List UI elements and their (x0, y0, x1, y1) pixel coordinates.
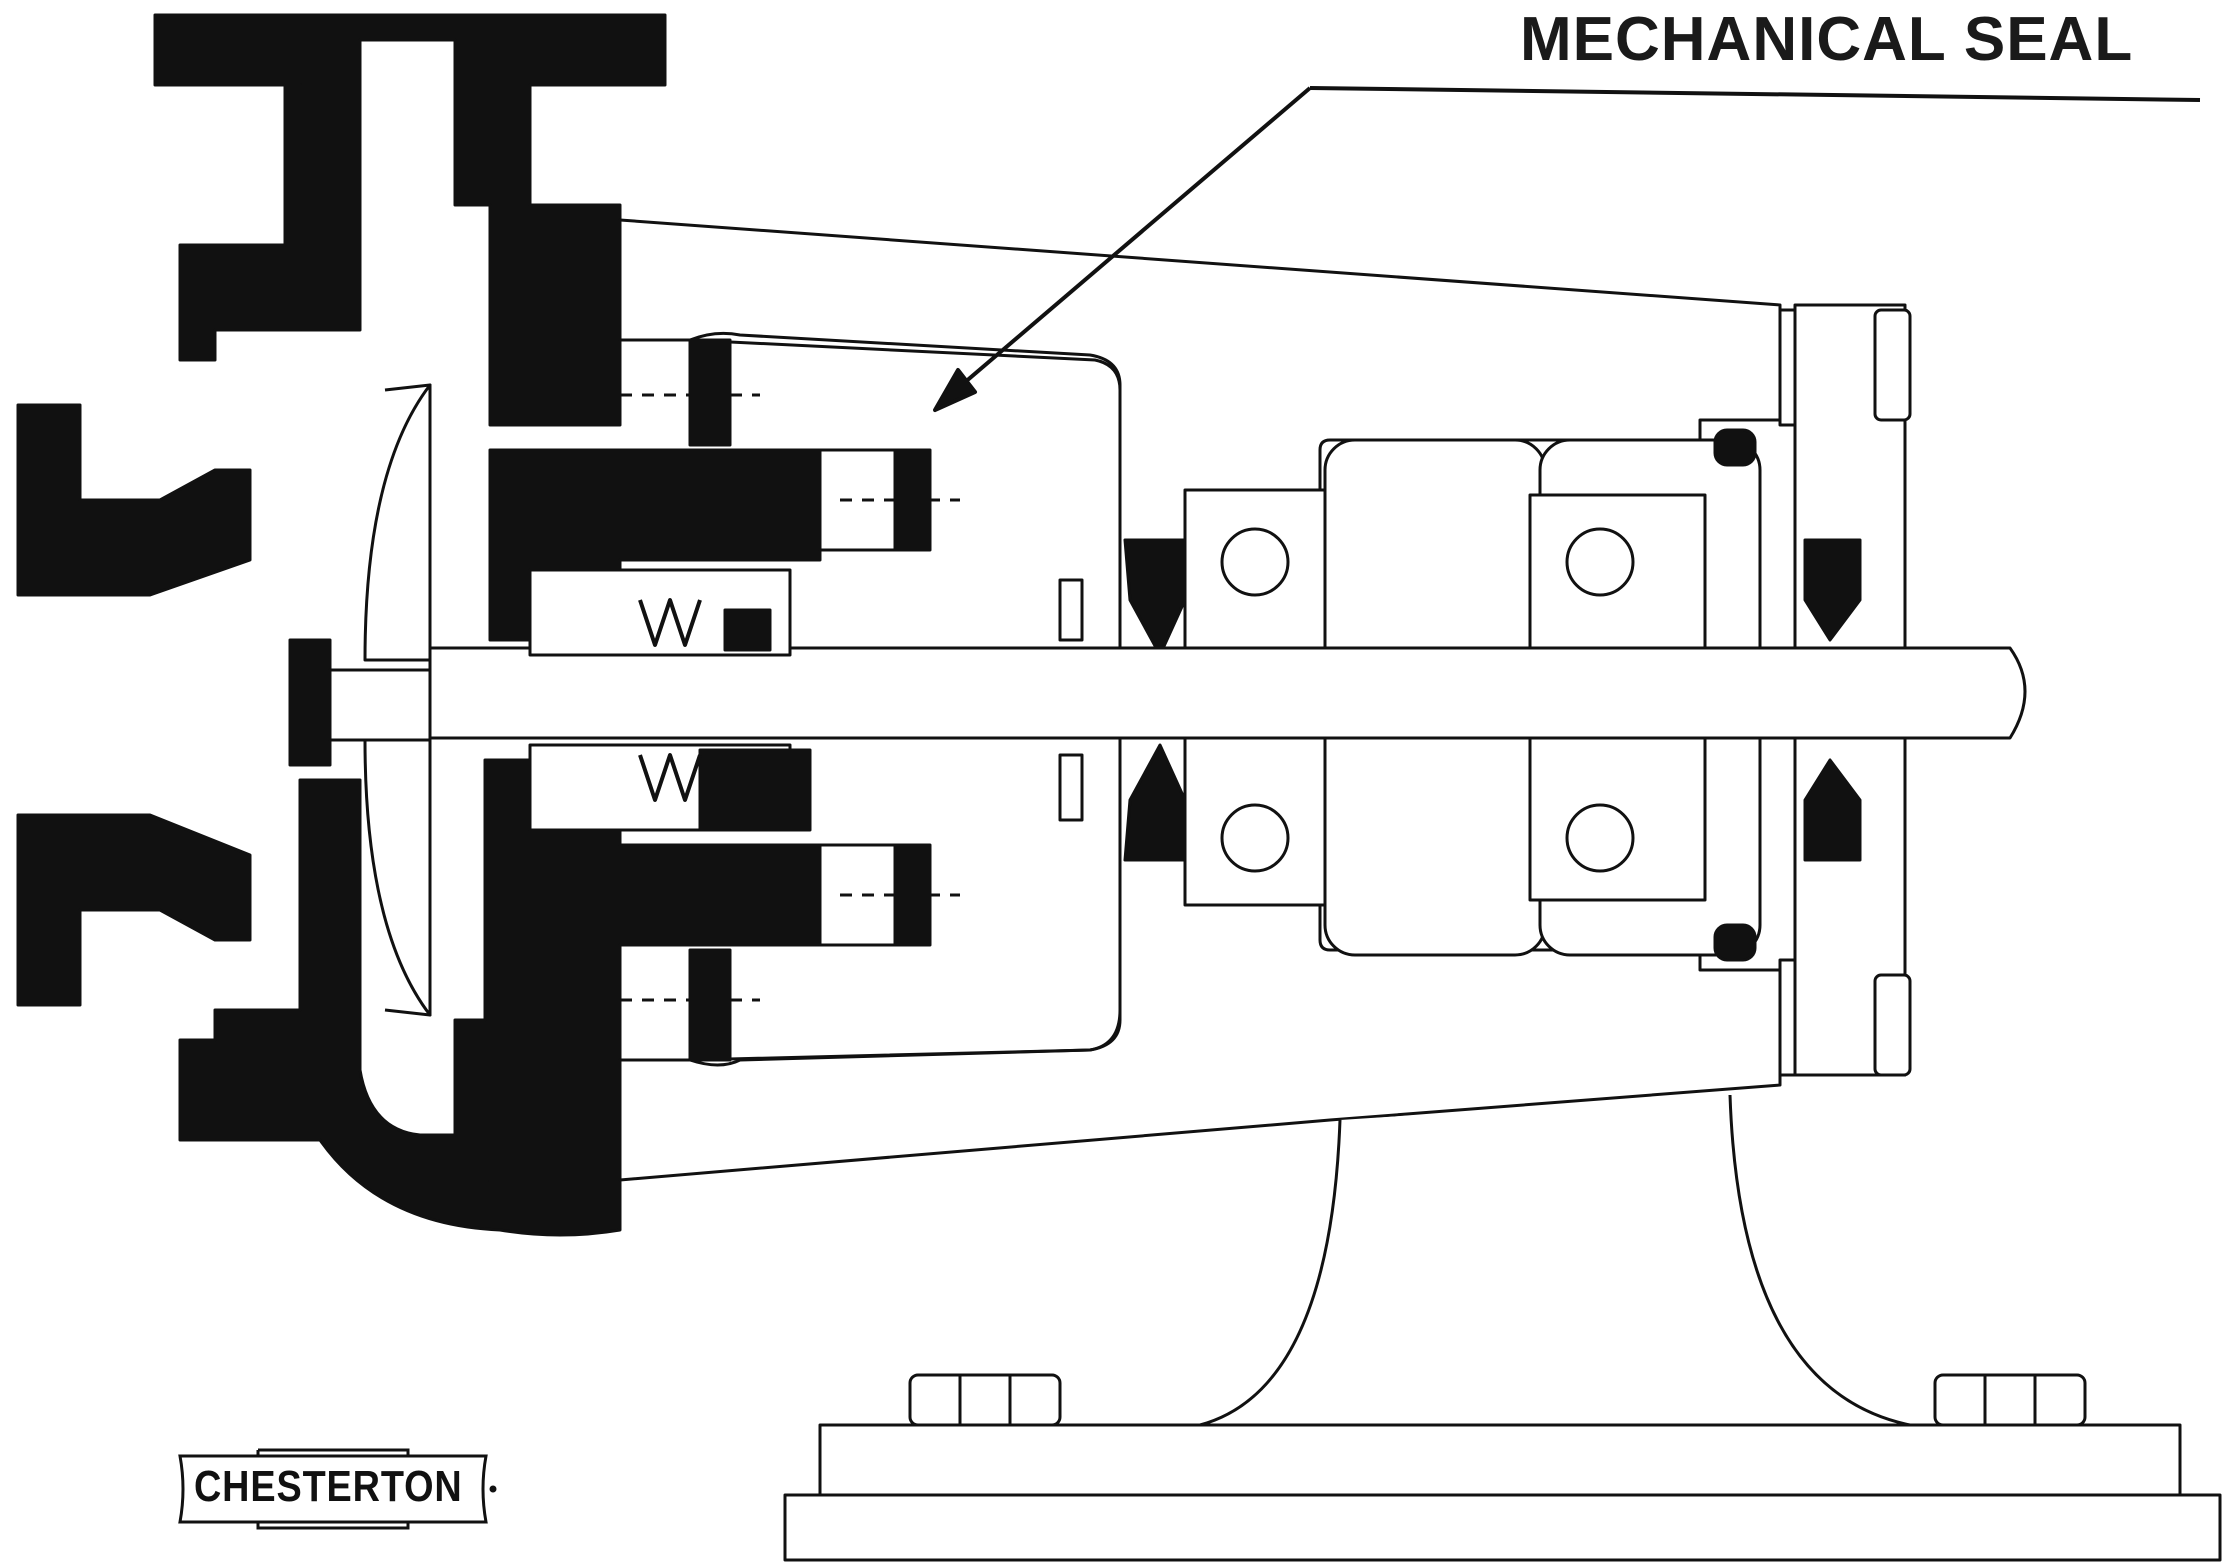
logo-text: CHESTERTON (194, 1462, 463, 1511)
lip-seal (1123, 428, 1862, 962)
shaft (428, 646, 2027, 740)
impeller (288, 383, 432, 1017)
logo-frame (178, 1448, 497, 1530)
hex-bolt (1873, 308, 1912, 1077)
seal-spring (638, 598, 702, 802)
callout-leader (933, 86, 2201, 412)
chesterton-logo: CHESTERTON (168, 1448, 498, 1530)
callout-label: MECHANICAL SEAL (1520, 5, 2134, 74)
mechanical-seal (528, 338, 1084, 1062)
pedestal-base (783, 1094, 2222, 1562)
